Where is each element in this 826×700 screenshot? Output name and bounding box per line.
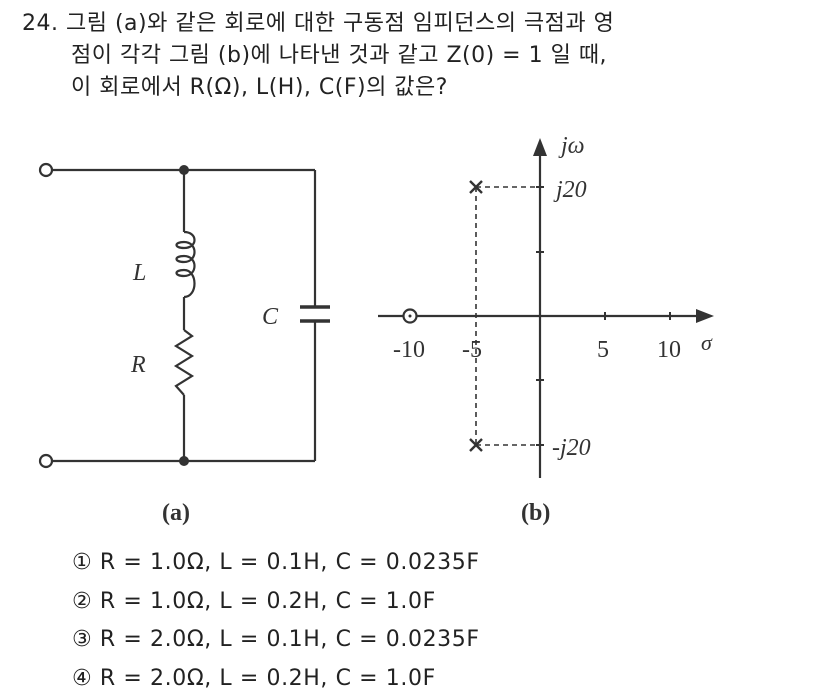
option-text: R = 2.0Ω, L = 0.2H, C = 1.0F bbox=[99, 665, 436, 691]
question-text: 24. 그림 (a)와 같은 회로에 대한 구동점 임피던스의 극점과 영 점이… bbox=[22, 8, 614, 104]
option-marker: ② bbox=[72, 588, 93, 614]
pole-label-minus-j20: -j20 bbox=[552, 435, 591, 461]
jw-axis-arrow bbox=[533, 138, 547, 156]
caption-b: (b) bbox=[521, 500, 550, 526]
tick-label-minus5: -5 bbox=[462, 337, 482, 363]
option-text: R = 1.0Ω, L = 0.1H, C = 0.0235F bbox=[99, 550, 480, 575]
tick-label-10: 10 bbox=[657, 337, 681, 363]
junction-bottom bbox=[179, 456, 189, 466]
option-3[interactable]: ③ R = 2.0Ω, L = 0.1H, C = 0.0235F bbox=[72, 621, 480, 660]
terminal-top bbox=[38, 162, 54, 178]
question-line-1: 24. 그림 (a)와 같은 회로에 대한 구동점 임피던스의 극점과 영 bbox=[22, 8, 614, 40]
sigma-axis-label: σ bbox=[701, 330, 713, 355]
capacitor-symbol bbox=[300, 305, 330, 323]
label-R: R bbox=[130, 352, 146, 378]
junction-top bbox=[179, 165, 189, 175]
question-line-3: 이 회로에서 R(Ω), L(H), C(F)의 값은? bbox=[71, 75, 448, 100]
caption-a: (a) bbox=[162, 500, 190, 526]
jw-axis-label: jω bbox=[558, 133, 585, 159]
option-marker: ④ bbox=[72, 665, 93, 691]
question-line-1-text: 그림 (a)와 같은 회로에 대한 구동점 임피던스의 극점과 영 bbox=[66, 11, 615, 36]
option-2[interactable]: ② R = 1.0Ω, L = 0.2H, C = 1.0F bbox=[72, 583, 480, 622]
tick-label-minus10: -10 bbox=[393, 337, 425, 363]
terminal-bottom bbox=[38, 453, 54, 469]
option-text: R = 2.0Ω, L = 0.1H, C = 0.0235F bbox=[99, 627, 480, 652]
tick-label-5: 5 bbox=[597, 337, 609, 363]
question-line-2: 점이 각각 그림 (b)에 나타낸 것과 같고 Z(0) = 1 일 때, bbox=[71, 43, 608, 68]
sigma-axis-arrow bbox=[696, 309, 714, 323]
pole-markers bbox=[469, 180, 483, 452]
answer-options: ① R = 1.0Ω, L = 0.1H, C = 0.0235F ② R = … bbox=[72, 544, 480, 698]
resistor-symbol bbox=[173, 329, 195, 396]
question-number: 24. bbox=[22, 11, 59, 36]
option-marker: ① bbox=[72, 550, 93, 575]
inductor-symbol bbox=[175, 230, 196, 299]
label-C: C bbox=[262, 304, 279, 330]
pole-zero-plot: -10 -5 5 10 σ jω j20 -j20 (b) bbox=[378, 133, 714, 526]
option-4[interactable]: ④ R = 2.0Ω, L = 0.2H, C = 1.0F bbox=[72, 660, 480, 699]
label-L: L bbox=[132, 260, 146, 286]
option-marker: ③ bbox=[72, 627, 93, 652]
option-1[interactable]: ① R = 1.0Ω, L = 0.1H, C = 0.0235F bbox=[72, 544, 480, 583]
option-text: R = 1.0Ω, L = 0.2H, C = 1.0F bbox=[99, 588, 436, 614]
pole-label-j20: j20 bbox=[553, 177, 587, 203]
